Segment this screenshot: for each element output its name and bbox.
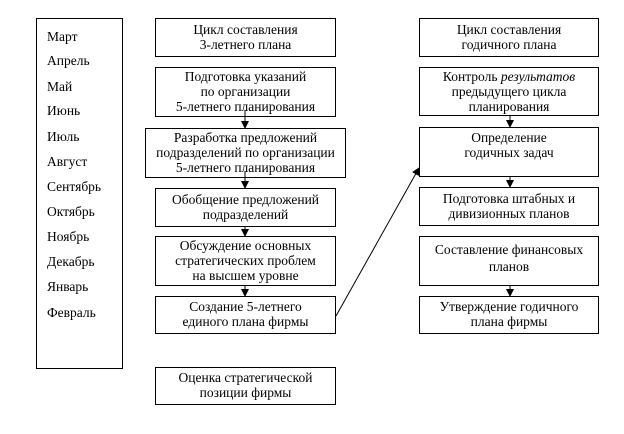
box-line: предыдущего цикла [451, 84, 567, 99]
box-line: годичного плана [461, 37, 557, 52]
box-line: 3-летнего плана [199, 37, 292, 52]
box-line: плана фирмы [470, 314, 548, 329]
define-annual-tasks-box: Определение годичных задач [419, 127, 599, 177]
months-column: Март Апрель Май Июнь Июль Август Сентябр… [36, 18, 123, 369]
box-line: годичных задач [464, 145, 554, 160]
box-line: Утверждение годичного [439, 299, 579, 314]
box-line: Оценка стратегической [178, 370, 313, 385]
month-label: Июнь [47, 103, 81, 118]
box-line: Подготовка штабных и [442, 191, 576, 206]
box-line: планов [488, 259, 530, 274]
month-label: Январь [47, 279, 89, 294]
create-five-year-plan-box: Создание 5-летнего единого плана фирмы [155, 296, 336, 334]
arrow-diagonal [335, 167, 420, 317]
box-line: Контроль результатов [420, 70, 598, 84]
summarize-proposals-box: Обобщение предложений подразделений [155, 188, 336, 227]
box-line: стратегических проблем [175, 253, 316, 268]
approve-annual-plan-box: Утверждение годичного плана фирмы [419, 296, 599, 334]
month-label: Май [47, 79, 73, 94]
box-line: подразделений [202, 207, 289, 222]
three-year-cycle-header: Цикл составления 3-летнего плана [155, 18, 336, 57]
box-line: по организации [200, 84, 291, 99]
box-line: подразделений по организации [156, 145, 335, 160]
box-line: Определение [471, 130, 547, 145]
box-line: Подготовка указаний [184, 69, 307, 84]
month-label: Ноябрь [47, 229, 90, 244]
box-line: Создание 5-летнего [189, 299, 302, 314]
box-line: Разработка предложений [173, 130, 318, 145]
month-label: Сентябрь [47, 179, 102, 194]
box-line: Цикл составления [456, 22, 562, 37]
box-line: позиции фирмы [199, 385, 292, 400]
box-line: 5-летнего планирования [175, 160, 316, 175]
box-line: единого плана фирмы [182, 314, 309, 329]
box-line: планирования [468, 99, 550, 114]
discuss-strategic-problems-box: Обсуждение основных стратегических пробл… [155, 236, 336, 286]
box-line: 5-летнего планирования [175, 99, 316, 114]
box-line-prefix: Контроль [442, 69, 501, 84]
month-label: Апрель [47, 53, 90, 68]
box-line: Обобщение предложений [171, 192, 320, 207]
month-label: Февраль [47, 305, 96, 320]
box-line: на высшем уровне [192, 268, 299, 283]
assess-strategic-position-box: Оценка стратегической позиции фирмы [155, 367, 336, 405]
month-label: Июль [47, 129, 80, 144]
prepare-guidelines-box: Подготовка указаний по организации 5-лет… [155, 67, 336, 117]
box-line: дивизионных планов [448, 206, 570, 221]
box-line-italic: результатов [500, 69, 576, 84]
month-label: Декабрь [47, 254, 95, 269]
annual-cycle-header: Цикл составления годичного плана [419, 18, 599, 57]
month-label: Октябрь [47, 204, 95, 219]
box-line: Обсуждение основных [179, 238, 312, 253]
month-label: Март [47, 29, 78, 44]
financial-plans-box: Составление финансовых планов [419, 236, 599, 286]
box-line: Составление финансовых [434, 242, 584, 257]
month-label: Август [47, 154, 88, 169]
develop-proposals-box: Разработка предложений подразделений по … [145, 128, 346, 178]
control-results-box: Контроль результатов предыдущего цикла п… [419, 67, 599, 116]
box-line: Цикл составления [193, 22, 298, 37]
